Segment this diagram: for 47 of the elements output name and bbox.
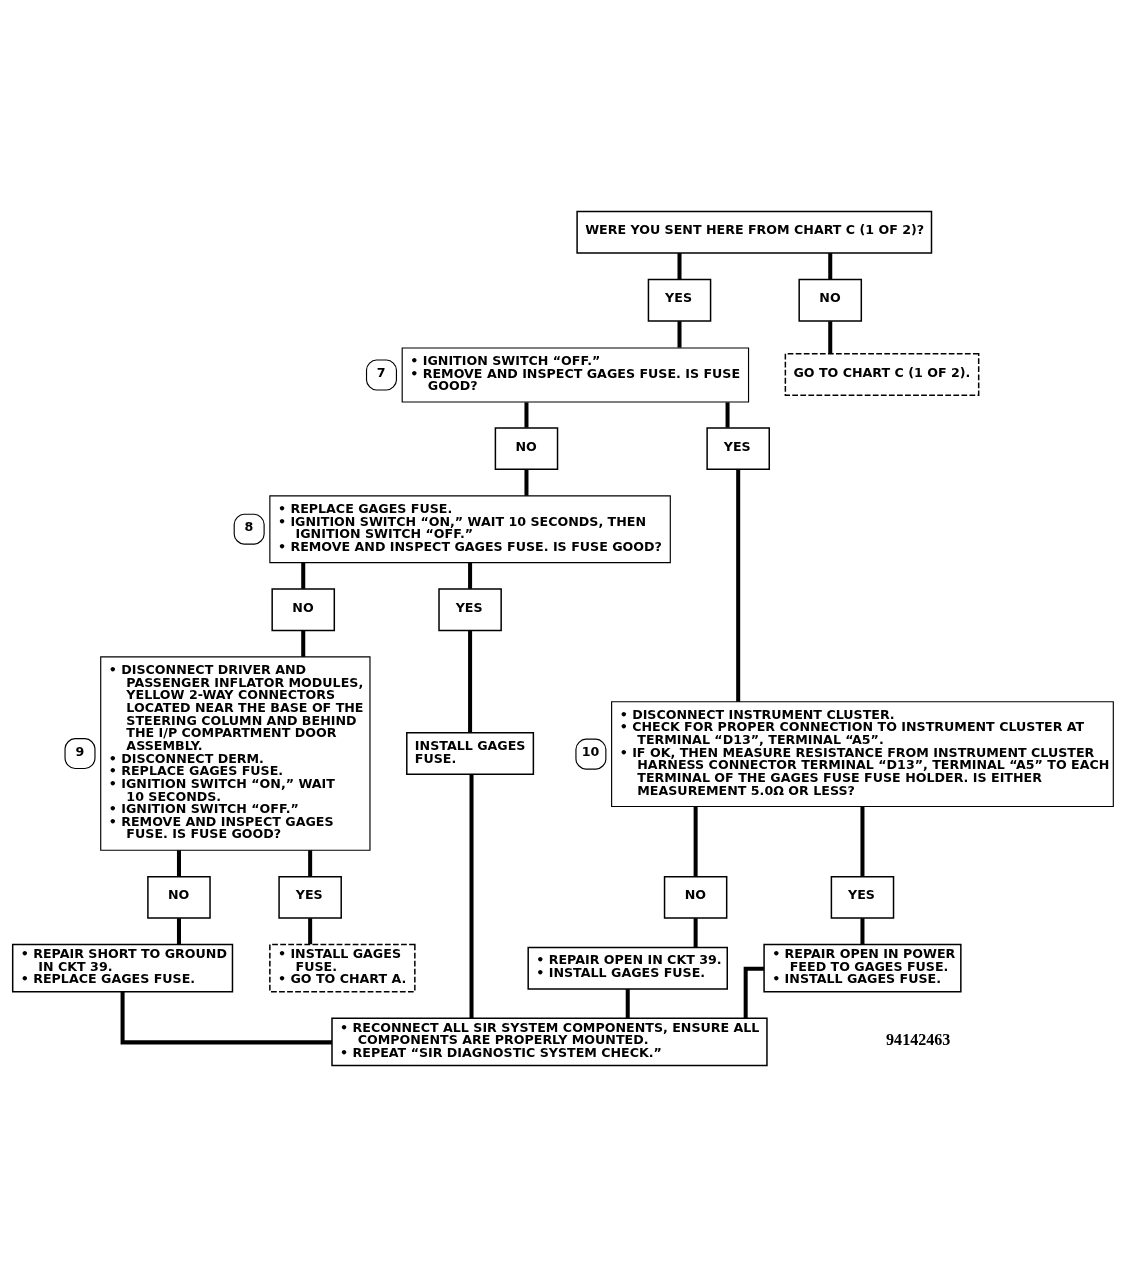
node-box: INSTALL GAGES FUSE. xyxy=(406,731,535,775)
connector xyxy=(828,320,833,354)
node-label: 7 xyxy=(376,364,386,380)
connector xyxy=(308,917,313,944)
connector xyxy=(301,630,306,657)
node-box: NO xyxy=(798,278,863,322)
node-box: YES xyxy=(647,278,712,322)
node-box: YES xyxy=(278,875,342,919)
node-box: YES xyxy=(438,587,502,631)
node-box: NO xyxy=(147,875,211,919)
connector xyxy=(677,320,682,348)
connector xyxy=(736,469,741,702)
connector xyxy=(625,988,630,1018)
node-box: YES xyxy=(830,875,895,919)
node-box: • RECONNECT ALL SIR SYSTEM COMPONENTS, ENSURE ALL COMPONENTS ARE PROPERLY MOUNTED. • REPEAT “SIR DIAGNOSTIC SYSTEM CHECK.” xyxy=(331,1016,768,1066)
node-box: NO xyxy=(663,875,728,919)
connector xyxy=(725,401,730,428)
connector xyxy=(469,773,474,1018)
node-box: NO xyxy=(271,587,336,631)
connector xyxy=(176,849,181,877)
node-box: NO xyxy=(494,426,559,470)
label: 94142463 xyxy=(886,1030,951,1048)
node-box: • REPAIR OPEN IN POWER FEED TO GAGES FUSE. • INSTALL GAGES FUSE. xyxy=(763,943,962,992)
node-label: 8 xyxy=(244,518,254,534)
connector xyxy=(524,401,529,428)
connector xyxy=(693,806,698,877)
node-box: • REPAIR OPEN IN CKT 39. • INSTALL GAGES FUSE. xyxy=(527,946,728,990)
connector xyxy=(743,966,764,1018)
connector xyxy=(120,991,332,1044)
connector xyxy=(524,468,529,496)
connector xyxy=(828,252,833,279)
connector xyxy=(301,562,306,589)
connector xyxy=(693,917,698,947)
connector xyxy=(860,917,865,944)
node-box: • REPAIR SHORT TO GROUND IN CKT 39. • REPLACE GAGES FUSE. xyxy=(11,943,234,992)
connector xyxy=(176,917,181,944)
node-box: WERE YOU SENT HERE FROM CHART C (1 OF 2)? xyxy=(576,210,933,254)
node-box: GO TO CHART C (1 OF 2). xyxy=(784,352,980,396)
connector xyxy=(468,630,473,733)
node-box: YES xyxy=(706,426,770,470)
node-label: 9 xyxy=(75,743,85,759)
connector xyxy=(468,562,473,589)
connector xyxy=(860,806,865,877)
connector xyxy=(677,252,682,279)
node-box: • INSTALL GAGES FUSE. • GO TO CHART A. xyxy=(269,943,416,992)
node-label: 10 xyxy=(581,743,600,759)
connector xyxy=(308,849,313,877)
